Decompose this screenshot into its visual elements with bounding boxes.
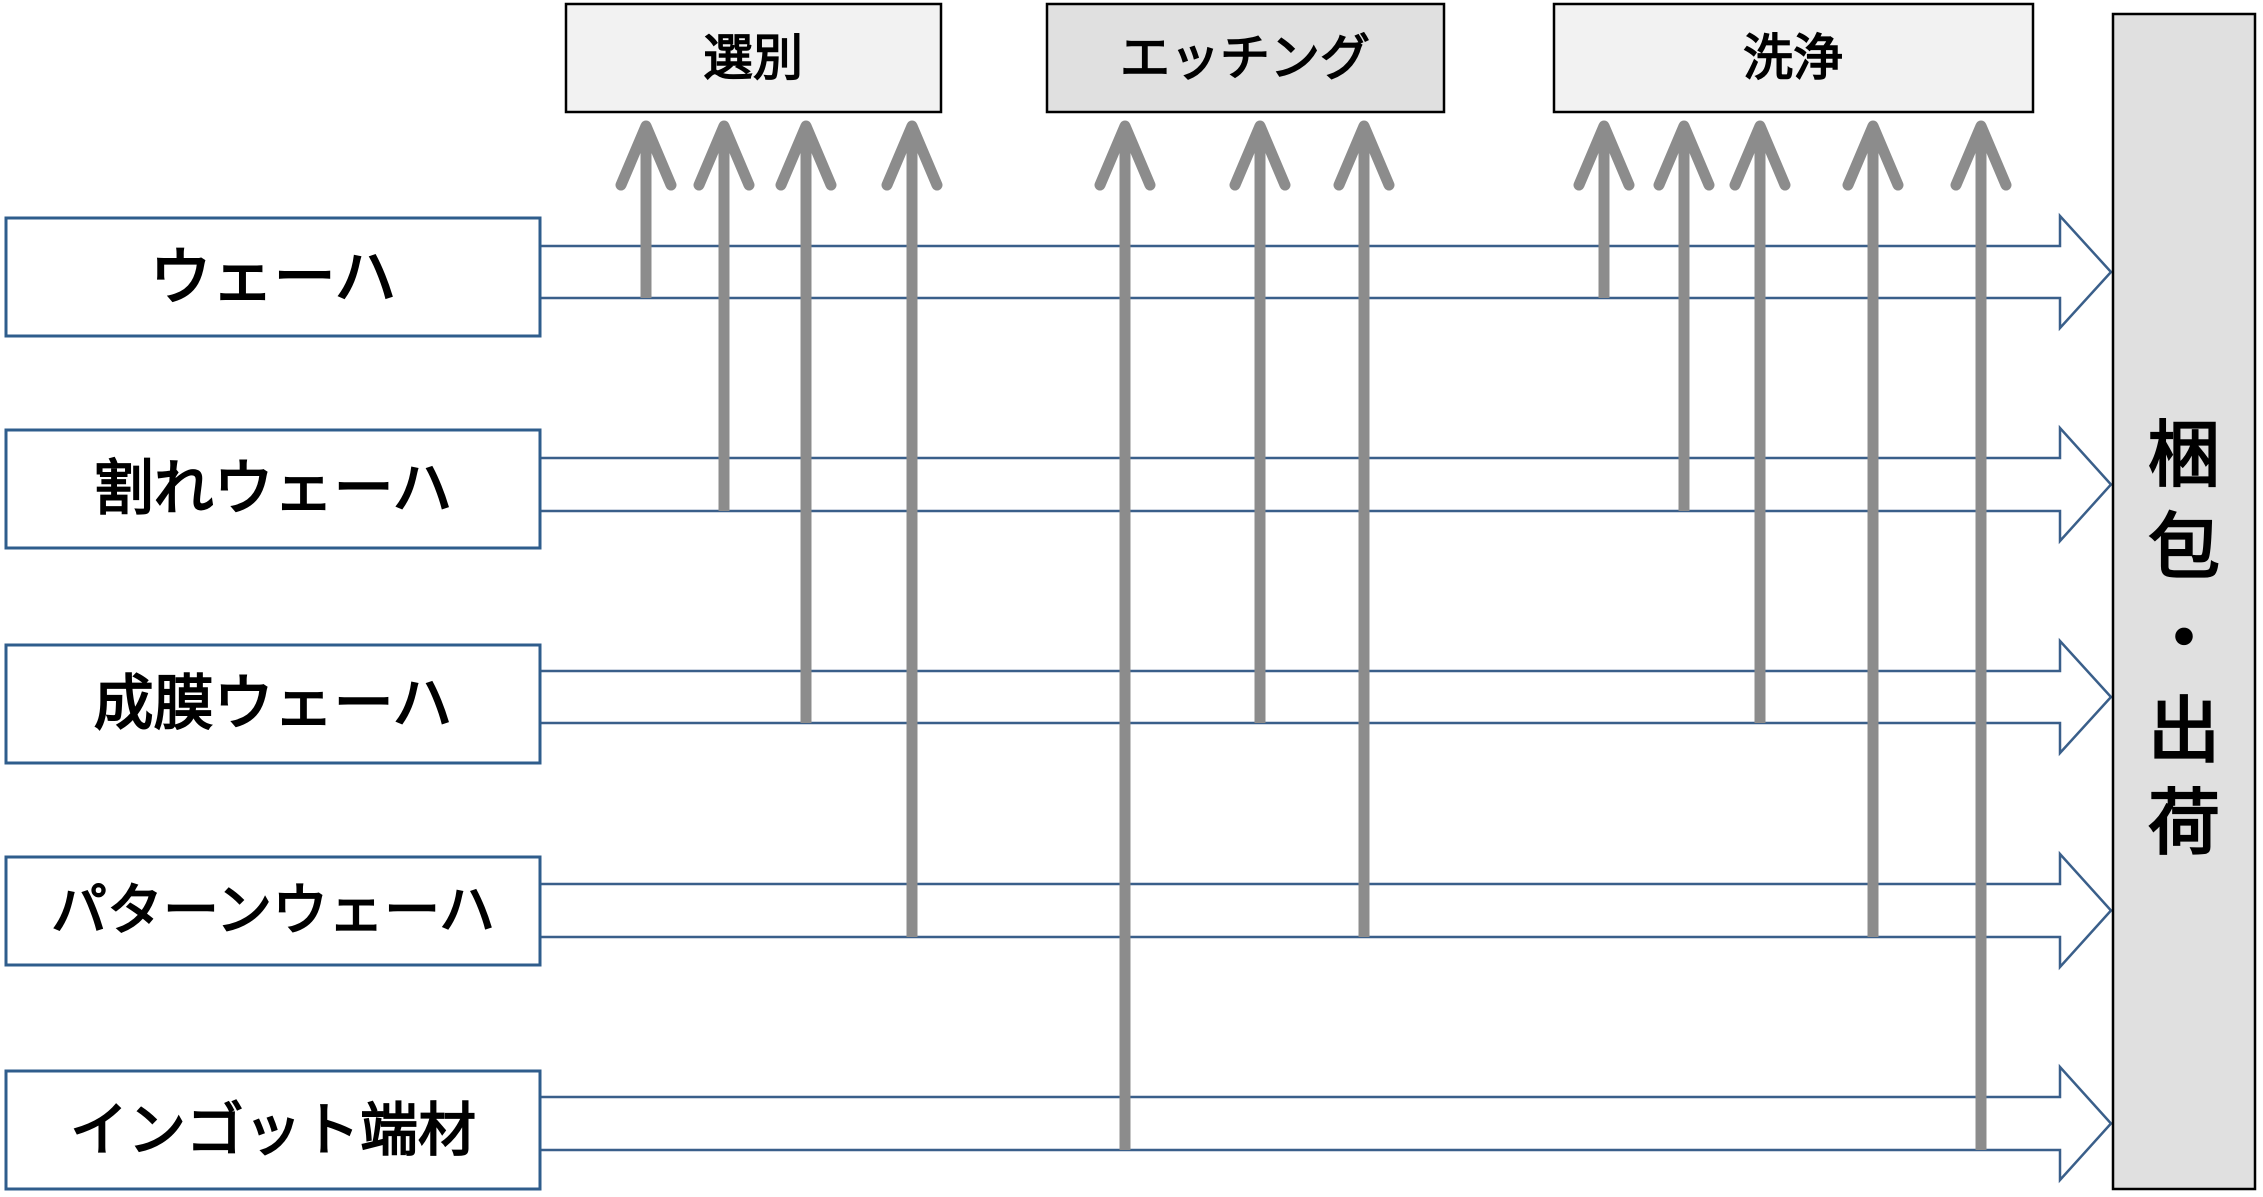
route-arrow-head	[1950, 120, 2012, 191]
route-arrow-etching-ingot-offcut	[1094, 120, 1156, 1150]
source-label-pattern-wafer: パターンウェーハ	[51, 879, 495, 944]
flow-arrow-wafer	[538, 212, 2113, 332]
route-arrow-etching-pattern-wafer	[1333, 120, 1395, 937]
source-box-pattern-wafer: パターンウェーハ	[4, 855, 542, 967]
route-arrow-head	[1094, 120, 1156, 191]
route-arrow-head	[881, 120, 943, 191]
route-arrow-sorting-film-wafer	[775, 120, 837, 723]
source-box-film-wafer: 成膜ウェーハ	[4, 643, 542, 765]
route-arrow-head	[1842, 120, 1904, 191]
process-label-cleaning: 洗浄	[1743, 29, 1843, 87]
route-arrow-head	[1573, 120, 1635, 191]
route-arrow-head	[1229, 120, 1291, 191]
source-box-film-wafer-rect	[4, 643, 542, 765]
destination-label-char: 出	[2148, 689, 2220, 773]
source-label-wafer: ウェーハ	[150, 241, 397, 314]
destination-box-rect	[2111, 12, 2257, 1191]
route-arrows	[615, 120, 2012, 1150]
flow-arrow-pattern-wafer	[538, 850, 2113, 971]
source-box-ingot-offcut-rect	[4, 1069, 542, 1191]
route-arrow-cleaning-wafer	[1573, 120, 1635, 298]
process-box-cleaning-rect	[1552, 2, 2035, 114]
process-box-etching-rect	[1045, 2, 1446, 114]
destination-label: 梱包・出荷	[2148, 413, 2220, 865]
source-label-broken-wafer: 割れウェーハ	[94, 454, 453, 524]
route-arrow-head	[775, 120, 837, 191]
flow-arrow-film-wafer	[538, 637, 2113, 757]
destination-box: 梱包・出荷	[2111, 12, 2257, 1191]
route-arrow-sorting-broken-wafer	[693, 120, 755, 511]
source-box-wafer: ウェーハ	[4, 216, 542, 338]
process-box-sorting-rect	[564, 2, 943, 114]
route-arrow-head	[1333, 120, 1395, 191]
process-box-cleaning: 洗浄	[1552, 2, 2035, 114]
destination-label-char: 梱	[2148, 413, 2220, 497]
destination-label-char: 荷	[2148, 781, 2220, 865]
route-arrow-cleaning-ingot-offcut	[1950, 120, 2012, 1150]
source-box-broken-wafer: 割れウェーハ	[4, 428, 542, 550]
source-box-wafer-rect	[4, 216, 542, 338]
route-arrow-head	[615, 120, 677, 191]
source-box-pattern-wafer-rect	[4, 855, 542, 967]
source-box-ingot-offcut: インゴット端材	[4, 1069, 542, 1191]
source-label-ingot-offcut: インゴット端材	[70, 1096, 476, 1164]
process-label-etching: エッチング	[1120, 29, 1370, 87]
flow-arrows	[538, 212, 2113, 1184]
route-arrow-head	[1729, 120, 1791, 191]
route-arrow-sorting-wafer	[615, 120, 677, 298]
route-arrow-cleaning-pattern-wafer	[1842, 120, 1904, 937]
process-box-etching: エッチング	[1045, 2, 1446, 114]
route-arrow-etching-film-wafer	[1229, 120, 1291, 723]
route-arrow-sorting-pattern-wafer	[881, 120, 943, 937]
route-arrow-cleaning-film-wafer	[1729, 120, 1791, 723]
source-label-film-wafer: 成膜ウェーハ	[94, 669, 453, 739]
process-box-sorting: 選別	[564, 2, 943, 114]
destination-label-char: ・	[2148, 597, 2220, 681]
route-arrow-cleaning-broken-wafer	[1653, 120, 1715, 511]
flow-arrow-broken-wafer	[538, 424, 2113, 545]
flow-arrow-ingot-offcut	[538, 1063, 2113, 1184]
route-arrow-head	[1653, 120, 1715, 191]
route-arrow-head	[693, 120, 755, 191]
source-box-broken-wafer-rect	[4, 428, 542, 550]
destination-label-char: 包	[2148, 505, 2220, 589]
process-label-sorting: 選別	[703, 29, 803, 87]
